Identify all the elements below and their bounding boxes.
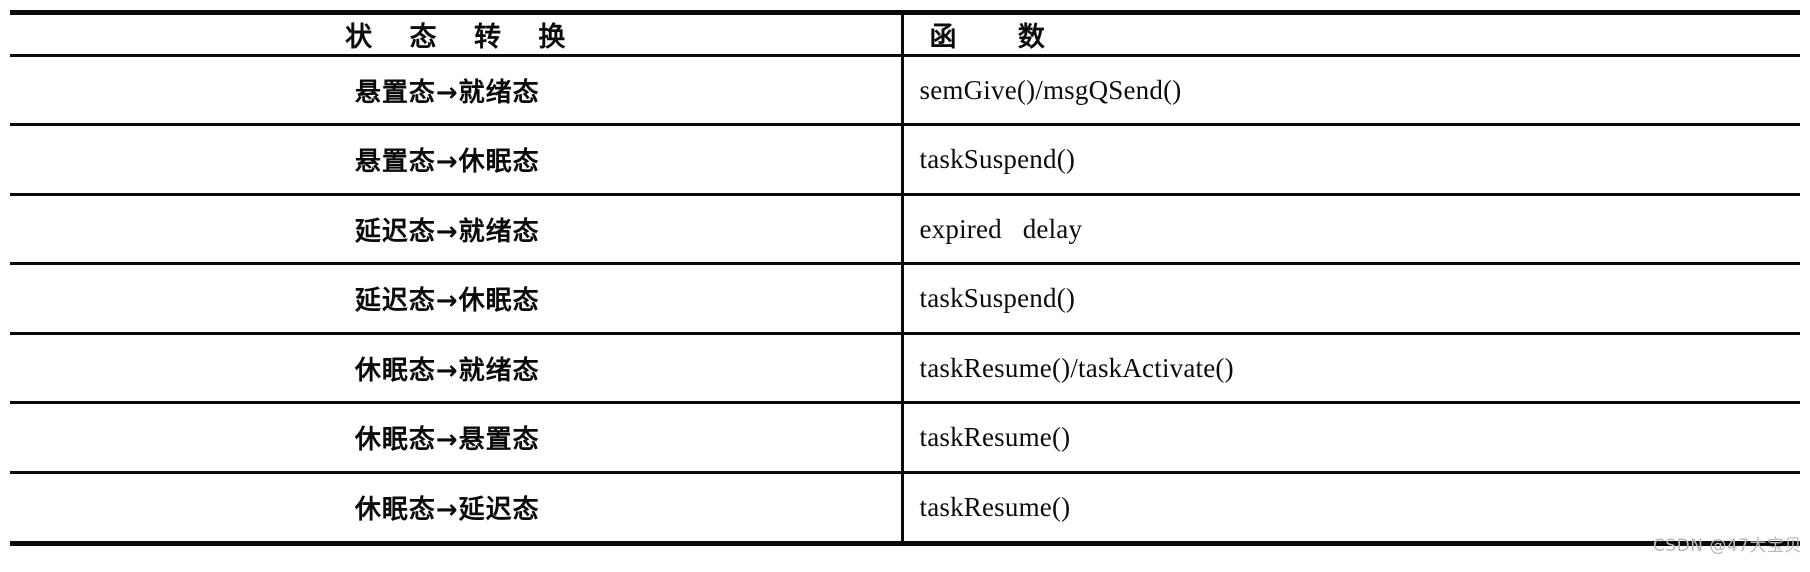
cell-function: taskSuspend() — [902, 123, 1800, 196]
column-header-function-label: 函 数 — [929, 22, 1071, 53]
function-text: semGive()/msgQSend() — [919, 74, 1182, 105]
state-transition-table: 状 态 转 换 函 数 悬置态→就绪态 semGive()/msgQSend()… — [10, 10, 1800, 547]
state-transition-text: 悬置态→休眠态 — [354, 147, 540, 178]
cell-function: expired delay — [902, 192, 1800, 266]
state-transition-text: 延迟态→就绪态 — [354, 216, 540, 247]
column-header-state-transition-label: 状 态 转 换 — [345, 22, 580, 53]
table-row: 休眠态→延迟态 taskResume() — [10, 470, 1800, 547]
function-text: taskSuspend() — [919, 144, 1076, 175]
cell-state-transition: 延迟态→休眠态 — [10, 262, 904, 335]
cell-state-transition: 休眠态→延迟态 — [10, 470, 904, 547]
table-row: 延迟态→休眠态 taskSuspend() — [10, 262, 1800, 335]
cell-function: taskResume() — [902, 401, 1800, 474]
column-header-function: 函 数 — [902, 10, 1800, 57]
state-transition-text: 悬置态→就绪态 — [354, 77, 540, 108]
function-text: taskResume()/taskActivate() — [919, 352, 1234, 383]
state-transition-text: 延迟态→休眠态 — [354, 286, 540, 317]
cell-function: taskSuspend() — [902, 262, 1800, 335]
function-text: expired delay — [919, 213, 1083, 244]
state-transition-text: 休眠态→就绪态 — [354, 355, 540, 386]
state-transition-table-container: 状 态 转 换 函 数 悬置态→就绪态 semGive()/msgQSend()… — [10, 10, 1800, 547]
table-row: 休眠态→悬置态 taskResume() — [10, 401, 1800, 474]
function-text: taskSuspend() — [919, 283, 1076, 314]
cell-state-transition: 悬置态→就绪态 — [10, 53, 904, 127]
cell-state-transition: 休眠态→就绪态 — [10, 331, 904, 405]
cell-state-transition: 悬置态→休眠态 — [10, 123, 904, 196]
csdn-watermark: CSDN @47大宝贝 — [1652, 536, 1802, 556]
cell-function: semGive()/msgQSend() — [902, 53, 1800, 127]
cell-function: taskResume() — [902, 470, 1800, 547]
cell-state-transition: 延迟态→就绪态 — [10, 192, 904, 266]
function-text: taskResume() — [919, 491, 1071, 522]
cell-function: taskResume()/taskActivate() — [902, 331, 1800, 405]
state-transition-text: 休眠态→延迟态 — [354, 494, 540, 525]
cell-state-transition: 休眠态→悬置态 — [10, 401, 904, 474]
function-text: taskResume() — [919, 421, 1071, 452]
table-row: 延迟态→就绪态 expired delay — [10, 192, 1800, 266]
state-transition-text: 休眠态→悬置态 — [354, 424, 540, 455]
table-row: 悬置态→休眠态 taskSuspend() — [10, 123, 1800, 196]
table-row: 休眠态→就绪态 taskResume()/taskActivate() — [10, 331, 1800, 405]
table-body: 悬置态→就绪态 semGive()/msgQSend() 悬置态→休眠态 tas… — [10, 53, 1800, 547]
column-header-state-transition: 状 态 转 换 — [10, 10, 904, 57]
table-header-row: 状 态 转 换 函 数 — [10, 10, 1800, 57]
table-row: 悬置态→就绪态 semGive()/msgQSend() — [10, 53, 1800, 127]
